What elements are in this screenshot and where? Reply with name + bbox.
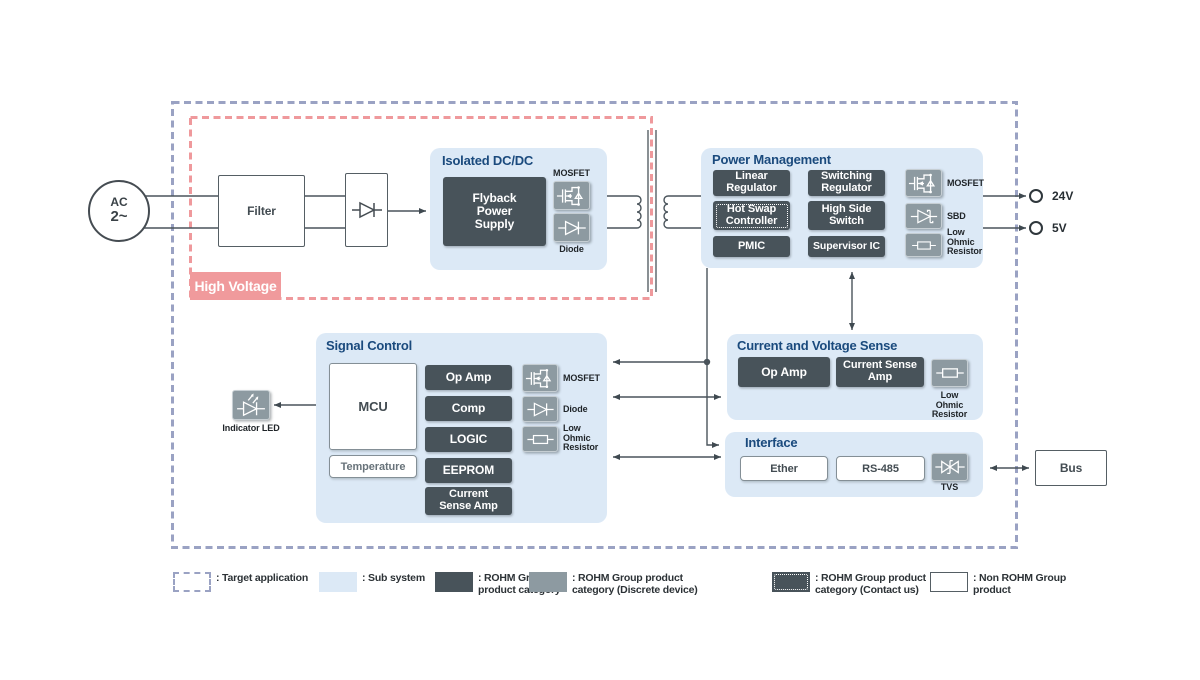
hot-swap-controller-box: Hot Swap Controller	[713, 201, 790, 230]
sc-current-sense-amp-label: Current Sense Amp	[439, 488, 498, 512]
high-voltage-border	[189, 116, 653, 300]
legend-rohm-swatch	[435, 572, 473, 592]
switching-regulator-box: Switching Regulator	[808, 170, 885, 196]
linear-regulator-box: Linear Regulator	[713, 170, 790, 196]
pm-sbd-iconbox	[905, 203, 942, 229]
diode-icon	[351, 201, 382, 219]
high-side-switch-box: High Side Switch	[808, 201, 885, 230]
connection-lines	[119, 130, 1029, 471]
indicator-led-iconbox	[232, 390, 270, 420]
resistor-icon	[526, 434, 554, 444]
mcu-box: MCU	[329, 363, 417, 450]
legend-rohm-contact-us: : ROHM Group product category (Contact u…	[772, 572, 950, 597]
isolated-dcdc-title: Isolated DC/DC	[442, 153, 534, 168]
sc-diode-label: Diode	[563, 404, 588, 414]
high-voltage-label: High Voltage	[190, 272, 281, 300]
pm-mosfet-label: MOSFET	[947, 178, 984, 188]
diode-icon	[526, 401, 554, 417]
led-icon	[237, 393, 265, 417]
legend-target-application: : Target application	[173, 572, 308, 592]
legend-rohm-discrete: : ROHM Group product category (Discrete …	[529, 572, 727, 597]
power-management-title: Power Management	[712, 152, 831, 167]
flyback-power-supply-box: Flyback Power Supply	[443, 177, 546, 246]
legend-discrete-label: : ROHM Group product category (Discrete …	[572, 572, 698, 597]
pm-low-ohmic-iconbox	[905, 233, 942, 257]
ether-box: Ether	[740, 456, 828, 481]
pm-mosfet-iconbox	[905, 169, 942, 197]
iso-diode-iconbox	[553, 213, 590, 242]
mosfet-icon	[556, 185, 583, 206]
sc-eeprom-box: EEPROM	[425, 458, 512, 483]
cvs-op-amp-box: Op Amp	[738, 357, 830, 387]
ac-phase-label: 2~	[110, 208, 128, 226]
junction-dot	[703, 358, 711, 366]
legend-discrete-swatch	[529, 572, 567, 592]
legend-non-rohm-label: : Non ROHM Group product	[973, 572, 1067, 597]
terminal-24v	[1029, 189, 1043, 203]
resistor-icon	[935, 368, 964, 378]
output-5v-label: 5V	[1052, 221, 1067, 235]
sc-logic-box: LOGIC	[425, 427, 512, 452]
output-24v-label: 24V	[1052, 189, 1074, 203]
bus-box: Bus	[1035, 450, 1107, 486]
ac-source-label: AC 2~	[94, 195, 144, 226]
resistor-icon	[911, 240, 936, 250]
supervisor-ic-box: Supervisor IC	[808, 236, 885, 257]
terminal-5v	[1029, 221, 1043, 235]
flyback-label: Flyback Power Supply	[472, 191, 517, 231]
pmic-box: PMIC	[713, 236, 790, 257]
cvs-low-ohmic-label: Low Ohmic Resistor	[931, 390, 968, 420]
signal-control-title: Signal Control	[326, 338, 413, 353]
interface-title: Interface	[745, 435, 798, 450]
ac-label: AC	[110, 195, 128, 209]
legend-contact-swatch	[772, 572, 810, 592]
legend-non-rohm-swatch	[930, 572, 968, 592]
legend-non-rohm: : Non ROHM Group product	[930, 572, 1083, 597]
cvs-low-ohmic-iconbox	[931, 359, 968, 387]
sc-mosfet-label: MOSFET	[563, 373, 600, 383]
high-side-switch-label: High Side Switch	[821, 202, 872, 227]
linear-regulator-label: Linear Regulator	[726, 170, 777, 194]
legend-sub-system: : Sub system	[319, 572, 425, 592]
filter-box: Filter	[218, 175, 305, 247]
ac-source-circle	[88, 180, 150, 242]
sc-mosfet-iconbox	[522, 364, 558, 392]
tvs-label: TVS	[940, 482, 959, 492]
mosfet-icon	[908, 173, 935, 193]
iso-mosfet-label: MOSFET	[553, 168, 590, 178]
rs485-box: RS-485	[836, 456, 925, 481]
sc-diode-iconbox	[522, 396, 558, 422]
temperature-box: Temperature	[329, 455, 417, 478]
cvs-current-sense-amp-label: Current Sense Amp	[843, 359, 917, 383]
legend-contact-dotted-border	[774, 574, 808, 590]
switching-regulator-label: Switching Regulator	[820, 170, 873, 194]
sc-op-amp-box: Op Amp	[425, 365, 512, 390]
sc-low-ohmic-label: Low Ohmic Resistor	[563, 423, 599, 453]
iso-mosfet-iconbox	[553, 181, 590, 210]
tvs-icon	[934, 459, 965, 475]
indicator-led-label: Indicator LED	[222, 423, 280, 433]
diode-icon	[557, 220, 586, 235]
rectifier-diode-box	[345, 173, 388, 247]
pm-sbd-label: SBD	[947, 211, 966, 221]
legend-target-label: : Target application	[216, 572, 309, 584]
sc-comp-box: Comp	[425, 396, 512, 421]
hot-swap-controller-label: Hot Swap Controller	[725, 202, 778, 227]
pm-low-ohmic-label: Low Ohmic Resistor	[947, 227, 983, 257]
legend-subsystem-swatch	[319, 572, 357, 592]
iso-diode-label: Diode	[559, 244, 584, 254]
sc-low-ohmic-iconbox	[522, 426, 558, 452]
legend-target-swatch	[173, 572, 211, 592]
sbd-icon	[910, 208, 937, 224]
cvs-current-sense-amp-box: Current Sense Amp	[836, 357, 924, 387]
sc-current-sense-amp-box: Current Sense Amp	[425, 487, 512, 515]
tvs-iconbox	[931, 453, 968, 481]
current-voltage-sense-title: Current and Voltage Sense	[737, 338, 898, 353]
mosfet-icon	[525, 368, 551, 388]
legend-subsystem-label: : Sub system	[362, 572, 425, 584]
legend-contact-label: : ROHM Group product category (Contact u…	[815, 572, 926, 597]
